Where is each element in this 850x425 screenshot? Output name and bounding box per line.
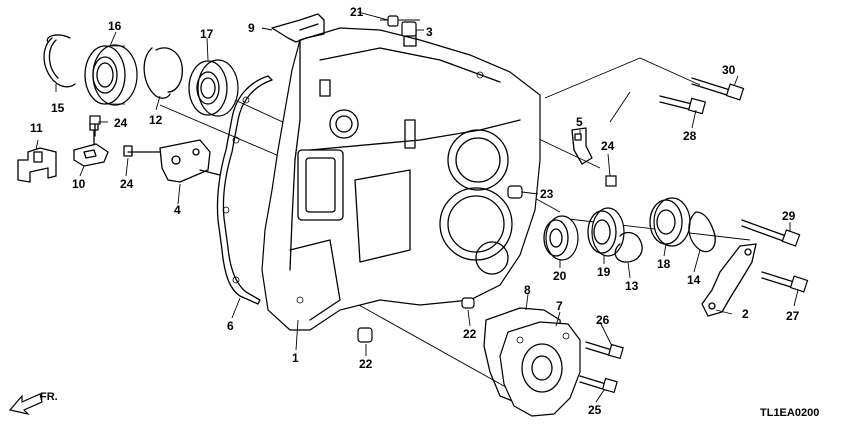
callout-1: 1 bbox=[292, 351, 299, 365]
snap-ring-12 bbox=[143, 47, 183, 99]
callout-23: 23 bbox=[540, 187, 554, 201]
callout-21: 21 bbox=[350, 5, 364, 19]
callout-13: 13 bbox=[625, 279, 639, 293]
callout-9: 9 bbox=[248, 21, 255, 35]
bearing-17 bbox=[188, 59, 239, 117]
callout-3: 3 bbox=[426, 25, 433, 39]
callout-5: 5 bbox=[576, 115, 583, 129]
callout-30: 30 bbox=[722, 63, 736, 77]
bearing-16 bbox=[84, 44, 138, 106]
callout-16: 16 bbox=[108, 19, 122, 33]
dowel-22-lower bbox=[357, 327, 373, 343]
sensor-10 bbox=[73, 121, 109, 167]
bolt-30 bbox=[691, 77, 745, 101]
callout-28: 28 bbox=[683, 129, 697, 143]
callout-11: 11 bbox=[30, 121, 43, 135]
callout-25: 25 bbox=[588, 403, 602, 417]
bracket-11 bbox=[17, 147, 57, 183]
callout-4: 4 bbox=[174, 203, 181, 217]
callout-24-c: 24 bbox=[601, 139, 615, 153]
bolt-28 bbox=[659, 95, 707, 115]
callout-2: 2 bbox=[742, 307, 749, 321]
oil-seal-20 bbox=[543, 215, 579, 261]
bracket-9 bbox=[271, 13, 325, 43]
snap-ring-14 bbox=[688, 211, 716, 253]
bolt-26 bbox=[585, 341, 624, 360]
callout-8: 8 bbox=[524, 283, 531, 297]
callout-22-lower: 22 bbox=[359, 357, 373, 371]
callout-14: 14 bbox=[687, 273, 701, 287]
gasket-6 bbox=[216, 75, 273, 305]
callout-6: 6 bbox=[227, 319, 234, 333]
bolt-24-right bbox=[605, 175, 617, 187]
bearing-18 bbox=[649, 197, 691, 247]
bracket-5 bbox=[571, 127, 593, 165]
bolt-24-top-left bbox=[89, 115, 101, 137]
cover-7 bbox=[499, 321, 581, 417]
callout-18: 18 bbox=[657, 257, 671, 271]
bearing-19 bbox=[587, 207, 625, 257]
bolt-29 bbox=[741, 219, 801, 247]
bolt-27 bbox=[761, 271, 809, 293]
bolt-25 bbox=[579, 375, 618, 394]
callout-24-b: 24 bbox=[120, 177, 134, 191]
snap-ring-13 bbox=[614, 231, 643, 263]
callout-29: 29 bbox=[782, 209, 796, 223]
callout-24-a: 24 bbox=[114, 116, 128, 130]
callout-12: 12 bbox=[149, 113, 163, 127]
snap-ring-15 bbox=[43, 34, 76, 88]
front-direction-arrow: FR. bbox=[8, 391, 58, 416]
dowel-22-right bbox=[461, 297, 475, 309]
dowel-3 bbox=[401, 21, 417, 37]
callout-22-right: 22 bbox=[463, 327, 477, 341]
callout-17: 17 bbox=[200, 27, 214, 41]
callout-20: 20 bbox=[553, 269, 567, 283]
nut-21 bbox=[387, 15, 399, 27]
callouts: 15 16 12 17 9 21 3 24 11 10 24 4 6 1 22 … bbox=[30, 5, 800, 417]
diagram-code: TL1EA0200 bbox=[760, 407, 819, 419]
callout-26: 26 bbox=[596, 313, 610, 327]
callout-7: 7 bbox=[556, 299, 563, 313]
callout-10: 10 bbox=[72, 177, 86, 191]
transmission-housing-1 bbox=[261, 27, 541, 331]
front-direction-label: FR. bbox=[40, 391, 58, 403]
bracket-2 bbox=[701, 243, 757, 317]
plate-4 bbox=[123, 139, 221, 183]
dowel-23 bbox=[507, 185, 523, 199]
callout-27: 27 bbox=[786, 309, 800, 323]
callout-15: 15 bbox=[51, 101, 65, 115]
callout-19: 19 bbox=[597, 265, 611, 279]
callout-ticks bbox=[35, 11, 799, 403]
